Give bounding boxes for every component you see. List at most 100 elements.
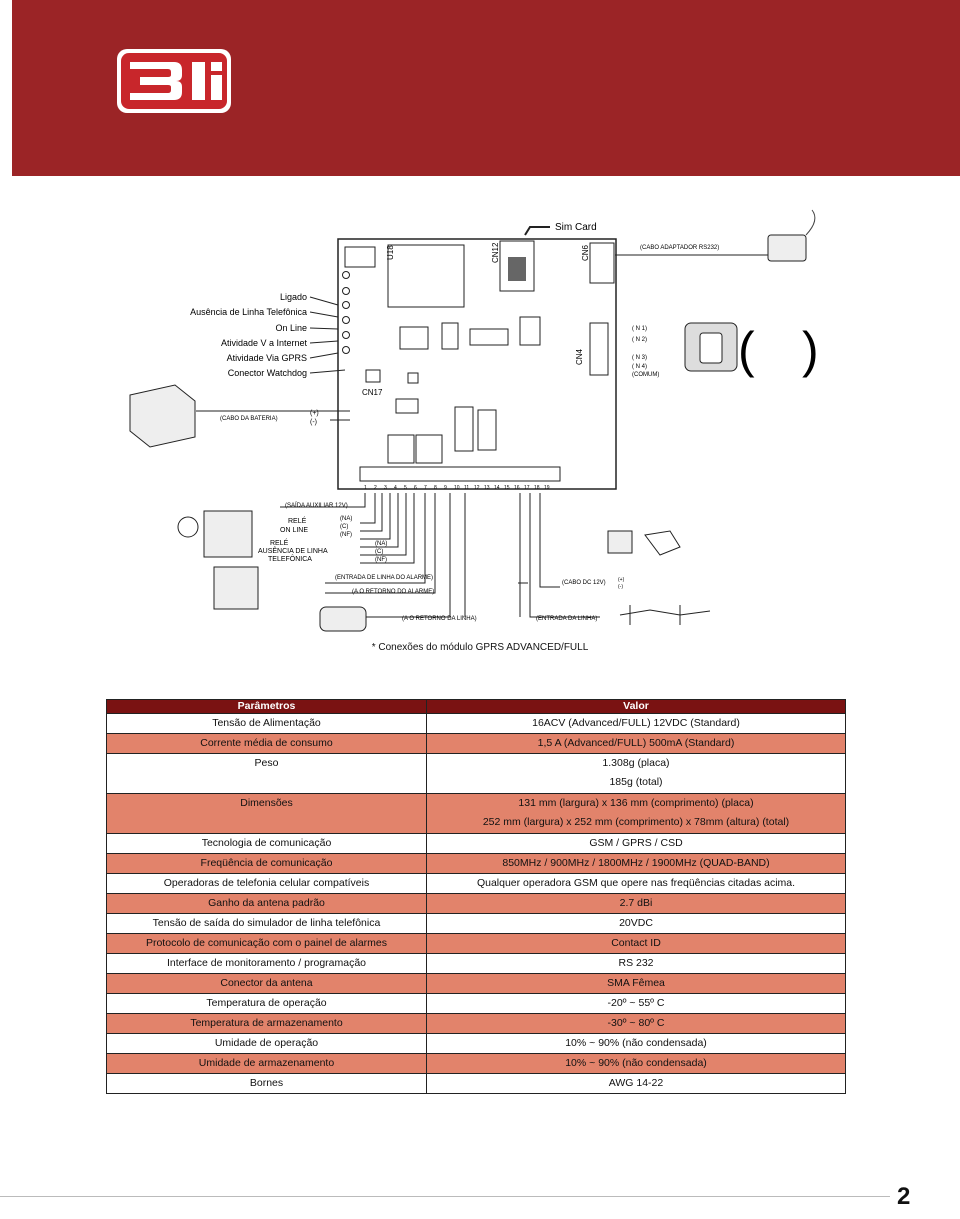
svg-text:16: 16: [514, 485, 520, 491]
specifications-table: Parâmetros Valor Tensão de Alimentação 1…: [106, 699, 846, 1094]
table-row: Umidade de operação 10% ~ 90% (não conde…: [106, 1033, 846, 1054]
value-cell: RS 232: [426, 953, 846, 974]
led-label-internet: Atividade V a Internet: [221, 338, 308, 348]
svg-text:17: 17: [524, 485, 530, 491]
bateria-neg: (-): [310, 419, 317, 426]
cn4-pin-2: ( N 2): [632, 337, 647, 343]
header-parametros: Parâmetros: [106, 699, 427, 714]
table-row: Umidade de armazenamento 10% ~ 90% (não …: [106, 1053, 846, 1074]
svg-text:8: 8: [434, 485, 437, 491]
figure-caption: * Conexões do módulo GPRS ADVANCED/FULL: [371, 642, 589, 653]
rele-ausencia-2: AUSÊNCIA DE LINHA: [258, 546, 328, 555]
rele-ausencia-1: RELÉ: [270, 538, 289, 547]
table-row: Operadoras de telefonia celular compatív…: [106, 873, 846, 894]
svg-text:15: 15: [504, 485, 510, 491]
value-cell: -20º ~ 55º C: [426, 993, 846, 1014]
cn4-pin-3: ( N 3): [632, 355, 647, 361]
terminal-block: [359, 466, 561, 482]
relay-bracket-close: ): [802, 322, 819, 378]
footer-divider: [0, 1196, 890, 1197]
param-cell: Conector da antena: [106, 973, 427, 994]
svg-text:7: 7: [424, 485, 427, 491]
svg-text:18: 18: [534, 485, 540, 491]
table-row: Ganho da antena padrão 2.7 dBi: [106, 893, 846, 914]
table-row: Tensão de saída do simulador de linha te…: [106, 913, 846, 934]
param-cell: Tensão de saída do simulador de linha te…: [106, 913, 427, 934]
svg-text:19: 19: [544, 485, 550, 491]
cn4-label: CN4: [575, 348, 584, 365]
rele-online-2: ON LINE: [280, 527, 308, 534]
table-row: Protocolo de comunicação com o painel de…: [106, 933, 846, 954]
param-cell: Protocolo de comunicação com o painel de…: [106, 933, 427, 954]
svg-text:(C): (C): [340, 524, 348, 530]
relay-bracket-open: (: [738, 322, 755, 378]
svg-text:12: 12: [474, 485, 480, 491]
cn4-pin-1: ( N 1): [632, 326, 647, 332]
led-label-gprs: Atividade Via GPRS: [227, 353, 307, 363]
value-cell: AWG 14-22: [426, 1073, 846, 1094]
table-row: Tecnologia de comunicação GSM / GPRS / C…: [106, 833, 846, 854]
param-cell: Umidade de armazenamento: [106, 1053, 427, 1074]
entrada-linha-alarme-label: (ENTRADA DE LINHA DO ALARME): [335, 575, 433, 581]
value-cell: 20VDC: [426, 913, 846, 934]
svg-text:(-): (-): [618, 584, 623, 590]
value-line: 131 mm (largura) x 136 mm (comprimento) …: [518, 797, 754, 809]
led-label-online: On Line: [275, 323, 307, 333]
header-valor: Valor: [426, 699, 846, 714]
brand-logo: [117, 49, 231, 113]
svg-text:5: 5: [404, 485, 407, 491]
u18-label: U18: [386, 245, 395, 260]
value-cell: Contact ID: [426, 933, 846, 954]
led-indicators: [342, 271, 350, 354]
table-row: Conector da antena SMA Fêmea: [106, 973, 846, 994]
connection-diagram: U18 CN12 CN6 Sim Card (CABO ADAPTADOR RS…: [129, 209, 819, 632]
table-row: Interface de monitoramento / programação…: [106, 953, 846, 974]
svg-text:13: 13: [484, 485, 490, 491]
table-row: Temperatura de operação -20º ~ 55º C: [106, 993, 846, 1014]
svg-text:11: 11: [464, 485, 469, 491]
svg-text:14: 14: [494, 485, 500, 491]
retorno-linha-label: (A O RETORNO DA LINHA): [402, 616, 477, 622]
svg-text:1: 1: [364, 485, 367, 491]
param-cell: Dimensões: [106, 793, 427, 834]
value-cell: 2.7 dBi: [426, 893, 846, 914]
entrada-linha-label: (ENTRADA DA LINHA): [536, 616, 597, 622]
param-cell: Temperatura de operação: [106, 993, 427, 1014]
svg-text:(NF): (NF): [375, 557, 387, 563]
param-cell: Tecnologia de comunicação: [106, 833, 427, 854]
param-cell: Peso: [106, 753, 427, 794]
param-cell: Umidade de operação: [106, 1033, 427, 1054]
table-row: Dimensões 131 mm (largura) x 136 mm (com…: [106, 793, 846, 834]
rele-online-1: RELÉ: [288, 516, 307, 525]
svg-text:(C): (C): [375, 549, 383, 555]
value-cell: Qualquer operadora GSM que opere nas fre…: [426, 873, 846, 894]
table-row: Peso 1.308g (placa)185g (total): [106, 753, 846, 794]
page-number: 2: [897, 1183, 911, 1210]
bateria-pos: (+): [310, 410, 319, 417]
svg-text:(NF): (NF): [340, 532, 352, 538]
cabo-bateria-label: (CABO DA BATERIA): [220, 416, 278, 422]
value-cell: 10% ~ 90% (não condensada): [426, 1053, 846, 1074]
param-cell: Corrente média de consumo: [106, 733, 427, 754]
param-cell: Operadoras de telefonia celular compatív…: [106, 873, 427, 894]
table-row: Freqüência de comunicação 850MHz / 900MH…: [106, 853, 846, 874]
table-row: Corrente média de consumo 1,5 A (Advance…: [106, 733, 846, 754]
param-cell: Bornes: [106, 1073, 427, 1094]
param-cell: Ganho da antena padrão: [106, 893, 427, 914]
value-cell: 1.308g (placa)185g (total): [426, 753, 846, 794]
cabo-adaptador-label: (CABO ADAPTADOR RS232): [640, 245, 719, 251]
svg-text:2: 2: [374, 485, 377, 491]
led-label-watchdog: Conector Watchdog: [228, 368, 307, 378]
value-cell: 16ACV (Advanced/FULL) 12VDC (Standard): [426, 713, 846, 734]
svg-text:4: 4: [394, 485, 397, 491]
svg-text:(NA): (NA): [340, 516, 352, 522]
param-cell: Tensão de Alimentação: [106, 713, 427, 734]
cn4-pin-4: ( N 4): [632, 364, 647, 370]
circuit-board: [337, 238, 617, 490]
table-row: Bornes AWG 14-22: [106, 1073, 846, 1094]
param-cell: Temperatura de armazenamento: [106, 1013, 427, 1034]
cn4-pin-comum: (COMUM): [632, 372, 659, 378]
value-cell: 1,5 A (Advanced/FULL) 500mA (Standard): [426, 733, 846, 754]
cn12-label: CN12: [491, 242, 500, 263]
cn6-label: CN6: [581, 244, 590, 261]
